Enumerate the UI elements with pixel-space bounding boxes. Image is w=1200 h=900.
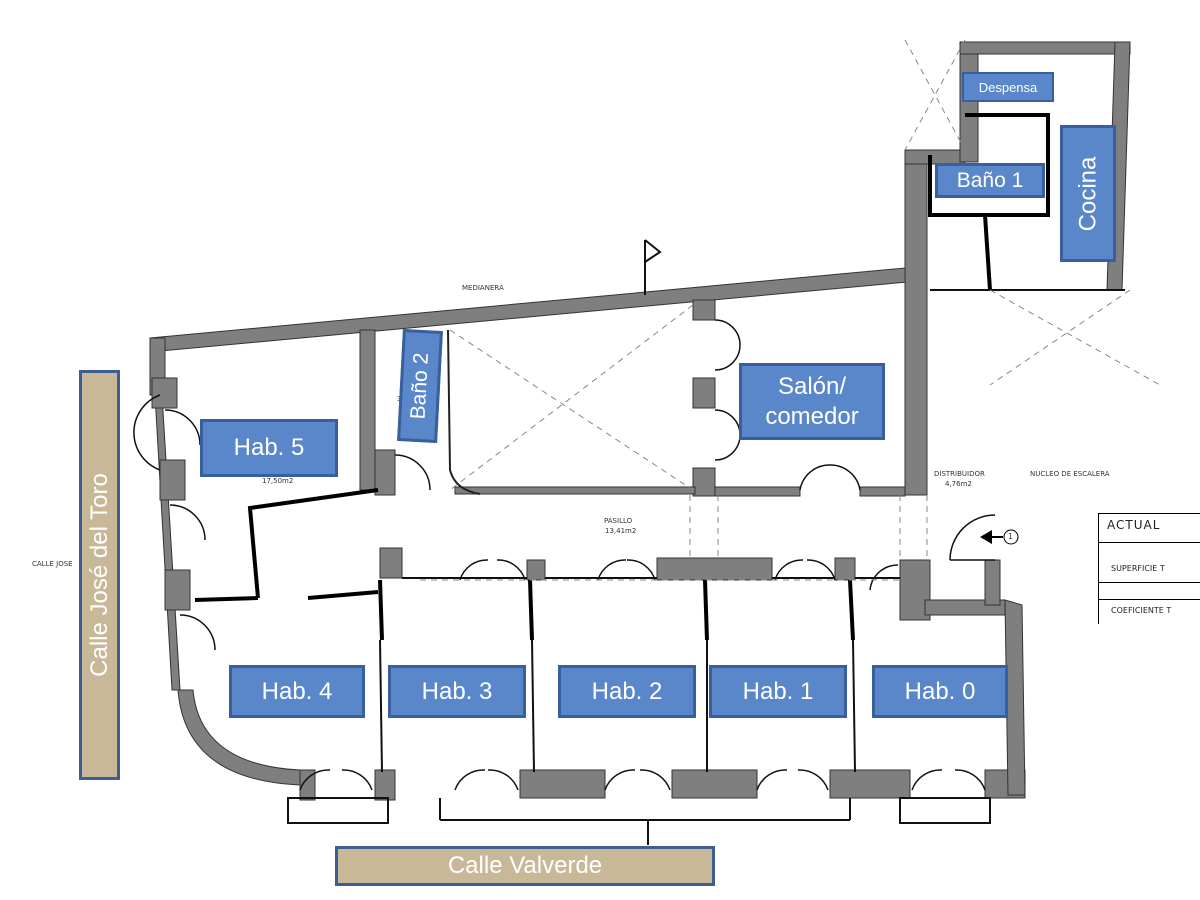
room-label-hab0: Hab. 0 (872, 665, 1008, 718)
distribuidor-label: DISTRIBUIDOR (934, 470, 985, 478)
room-label-cocina: Cocina (1060, 125, 1116, 262)
thin-lines (287, 239, 1125, 845)
room-label-bano1: Baño 1 (935, 163, 1045, 198)
curved-partition (447, 329, 481, 495)
room-label-hab1: Hab. 1 (709, 665, 847, 718)
table-header: ACTUAL (1107, 518, 1161, 532)
dashed-voids (420, 39, 1161, 581)
entry-marker-number: 1 (1008, 532, 1014, 541)
street-label-valverde: Calle Valverde (335, 846, 715, 886)
street-label-jose-del-toro: Calle José del Toro (79, 370, 120, 780)
room-label-hab2: Hab. 2 (558, 665, 696, 718)
room-label-bano2-text: Baño 2 (406, 352, 433, 420)
walls (149, 41, 1131, 801)
street-label-jose-del-toro-text: Calle José del Toro (85, 473, 113, 677)
room-label-hab5: Hab. 5 (200, 419, 338, 477)
area-table: ACTUAL SUPERFICIE T COEFICIENTE T (1098, 513, 1200, 624)
room-label-cocina-text: Cocina (1074, 156, 1101, 231)
table-row-superficie: SUPERFICIE T (1111, 564, 1165, 573)
room-label-bano2: Baño 2 (397, 329, 443, 443)
entry-marker (980, 529, 1019, 545)
medianera-label: MEDIANERA (462, 284, 504, 292)
distribuidor-area: 4,76m2 (945, 480, 972, 488)
room-label-despensa: Despensa (962, 72, 1054, 102)
calle-small-label: CALLE JOSE (32, 560, 73, 568)
thick-lines (194, 113, 1050, 641)
room-label-salon: Salón/ comedor (739, 363, 885, 440)
room-label-hab4: Hab. 4 (229, 665, 365, 718)
room-label-hab3: Hab. 3 (388, 665, 526, 718)
pasillo-label: PASILLO (604, 517, 633, 525)
table-row-coeficiente: COEFICIENTE T (1111, 606, 1172, 615)
hab5-area: 17,50m2 (262, 477, 294, 485)
door-swings (133, 319, 996, 791)
nucleo-label: NUCLEO DE ESCALERA (1030, 470, 1110, 478)
pasillo-area: 13,41m2 (605, 527, 637, 535)
